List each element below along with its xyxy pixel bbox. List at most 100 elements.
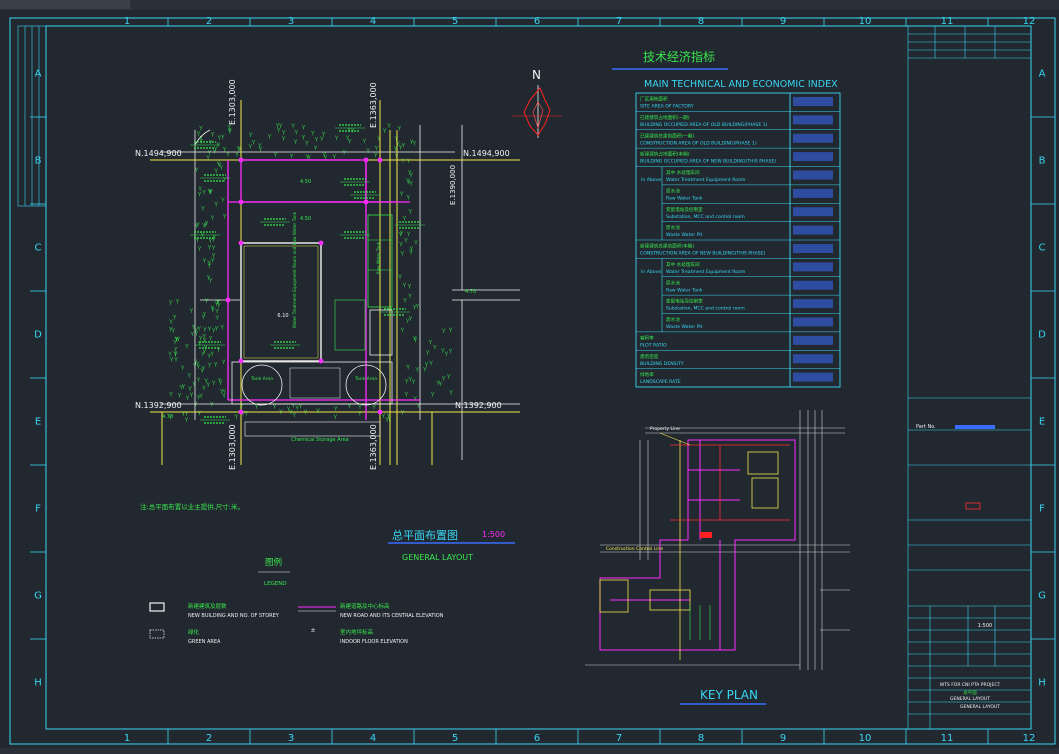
index-row-cn: 废水池 [666, 224, 680, 231]
elevation-label-1: 4.50 [300, 179, 311, 185]
coord-east-right-bottom: E.1363,000 [369, 424, 378, 470]
tank-areas: Tank Area Tank Area Chemical Storage Are… [231, 361, 393, 443]
grid-row-label: D [34, 330, 42, 341]
layout-title-en: GENERAL LAYOUT [402, 553, 473, 562]
index-row-en: BUILDING DENSITY [640, 361, 684, 367]
legend-item-en: NEW BUILDING AND NO. OF STOREY [188, 613, 280, 619]
index-value-cell [793, 372, 833, 382]
north-label: N [532, 68, 541, 82]
elevation-label-4: 4.70 [465, 289, 476, 295]
elevation-label-2: 4.50 [300, 216, 311, 222]
index-value-cell [793, 244, 833, 253]
index-row-en: Raw Water Tank [666, 195, 703, 201]
index-value-cell [793, 133, 833, 143]
index-title-en: MAIN TECHNICAL AND ECONOMIC INDEX [644, 79, 838, 90]
index-row-en: Water Treatment Equipment Room [666, 177, 746, 183]
index-row-group: In Above [641, 269, 661, 275]
grid-row-label: C [1039, 243, 1046, 254]
grid-column-label: 1 [124, 733, 130, 744]
index-row-cn: 容积率 [640, 334, 654, 341]
index-value-cell [793, 225, 833, 235]
coord-north-bottom-right: N.1392,900 [455, 401, 502, 410]
grid-column-label: 9 [780, 733, 786, 744]
layout-title: 总平面布置图 1:500 GENERAL LAYOUT [388, 528, 515, 562]
control-points [225, 157, 383, 415]
index-value-cell [793, 170, 833, 180]
index-row-cn: 厂区用地面积 [640, 96, 668, 103]
outer-frame [9, 17, 1056, 745]
site-note: 注:总平面布置以业主提供,尺寸:米。 [140, 502, 244, 511]
grid-row-label: E [1039, 417, 1045, 428]
index-value-cell [793, 335, 833, 345]
grid-column-label: 2 [206, 733, 212, 744]
coord-north-bottom: N.1392,900 [135, 401, 182, 410]
index-row-en: Waste Water Pit [666, 324, 703, 330]
index-value-cell [793, 188, 833, 198]
grid-row-label: D [1038, 330, 1046, 341]
grid-row-label: F [1039, 504, 1045, 515]
legend-title-en: LEGEND [264, 581, 287, 587]
grid-column-label: 2 [206, 16, 212, 27]
property-line-label: Property Line [650, 426, 680, 432]
grid-row-label: C [35, 243, 42, 254]
grid-row-label: G [1038, 591, 1046, 602]
grid-row-label: B [1039, 156, 1046, 167]
inner-frame [45, 25, 1032, 730]
index-row-en: Substation, MCC and control room [666, 306, 745, 312]
grid-column-label: 9 [780, 16, 786, 27]
part-no-label: Part No. [916, 424, 936, 430]
title-block [907, 25, 1032, 730]
legend-item-en: GREEN AREA [188, 639, 221, 645]
index-row-cn: 其中 水处理车间 [666, 169, 700, 176]
legend: 图例 LEGEND ± 新建建筑及层数 NEW BUILDING AND NO.… [149, 557, 444, 645]
grid-row-label: F [35, 504, 41, 515]
coord-east-far: E.1390,000 [449, 165, 457, 205]
index-value-cell [793, 262, 833, 272]
site-plan: 6.10 Water Treatment Equipment Room and … [135, 79, 520, 511]
index-row-cn: 新建建筑占地面积(本期) [640, 151, 690, 158]
grid-row-label: E [35, 417, 41, 428]
grid-column-label: 5 [452, 733, 458, 744]
new-building-side: Raw Water Tank [334, 214, 393, 356]
layout-title-cn: 总平面布置图 [392, 528, 458, 542]
viewport-tab[interactable] [0, 0, 130, 9]
grid-column-label: 11 [941, 733, 954, 744]
index-row: 新建建筑总建筑面积(本期)CONSTRUCTION AREA OF NEW BU… [640, 243, 833, 257]
index-row-en: BUILDING OCCUPIED AREA OF OLD BUILDING(P… [640, 122, 768, 128]
index-row-en: LANDSCAPE RATE [640, 379, 681, 385]
index-row-cn: 建筑密度 [640, 353, 659, 360]
revision-strip [17, 25, 47, 207]
site-annotations [190, 124, 425, 424]
grid-row-label: H [1038, 678, 1046, 689]
grid-row-label: G [34, 591, 42, 602]
index-row-en: Water Treatment Equipment Room [666, 269, 746, 275]
index-row-cn: 原水池 [666, 187, 680, 194]
index-value-cell [793, 97, 833, 106]
index-row-en: SITE AREA OF FACTORY [640, 104, 694, 110]
grid-column-label: 7 [616, 733, 622, 744]
grid-row-label: H [34, 678, 42, 689]
grid-column-label: 3 [288, 16, 294, 27]
building-label: Water Treatment Equipment Room and Raw W… [292, 211, 297, 328]
index-value-cell [793, 152, 833, 162]
legend-item-en: INDOOR FLOOR ELEVATION [340, 639, 408, 645]
legend-item-en: NEW ROAD AND ITS CENTRAL ELEVATION [340, 613, 444, 619]
index-row-en: CONSTRUCTION AREA OF OLD BUILDING(PHASE … [640, 140, 757, 146]
index-row-en: Substation, MCC and control room [666, 214, 745, 220]
coord-east-left-top: E.1303,000 [228, 79, 237, 125]
index-value-cell [793, 317, 833, 327]
logo-mark [965, 502, 981, 510]
index-row-cn: 已建建筑占地面积(一期) [640, 114, 690, 121]
legend-title-cn: 图例 [265, 557, 282, 568]
index-row: 新建建筑占地面积(本期)BUILDING OCCUPIED AREA OF NE… [640, 151, 833, 165]
index-row-cn: 已建建筑总建筑面积(一期) [640, 132, 694, 139]
index-value-cell [793, 115, 833, 125]
site-roads [160, 125, 520, 460]
